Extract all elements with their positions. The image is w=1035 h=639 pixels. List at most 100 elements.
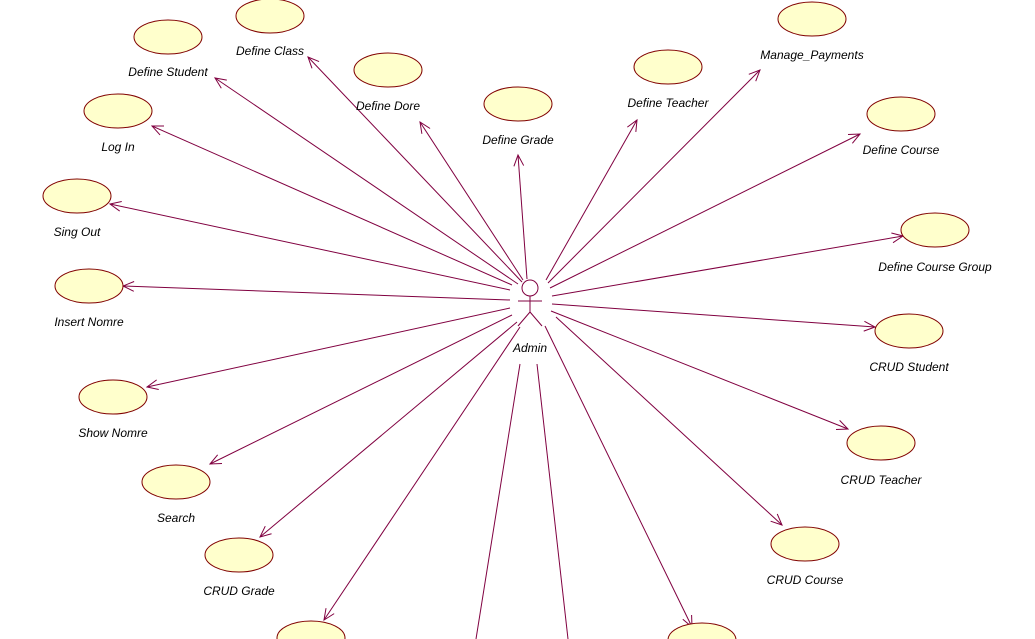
- use-case-define-teacher[interactable]: Define Teacher: [628, 49, 710, 110]
- use-case-ellipse: [874, 313, 944, 349]
- use-case-label: Define Student: [128, 65, 208, 79]
- use-case-show-nomre[interactable]: Show Nomre: [78, 379, 148, 440]
- use-case-define-grade[interactable]: Define Grade: [482, 86, 554, 147]
- use-case-ellipse: [846, 425, 916, 461]
- association-define-teacher: [545, 119, 638, 281]
- use-case-label: Search: [157, 511, 195, 525]
- arrowhead-define-grade: [513, 153, 525, 167]
- use-case-ellipse: [353, 52, 423, 88]
- use-case-label: Show Nomre: [78, 426, 148, 440]
- associations: [108, 56, 905, 639]
- arrowhead-define-teacher: [627, 118, 638, 132]
- use-case-label: CRUD Course: [767, 573, 844, 587]
- arrowhead-define-student: [213, 77, 227, 89]
- use-case-crud-course[interactable]: CRUD Course: [767, 526, 844, 587]
- use-case-ellipse: [141, 464, 211, 500]
- arrowhead-crud-student: [863, 320, 877, 332]
- use-case-ellipse: [83, 93, 153, 129]
- actor-label: Admin: [512, 341, 547, 355]
- use-case-ellipse: [235, 0, 305, 34]
- use-case-crud-student[interactable]: CRUD Student: [869, 313, 949, 374]
- association-log-in: [151, 125, 513, 286]
- arrowhead-show-nomre: [145, 379, 159, 390]
- use-case-label: Sing Out: [54, 225, 101, 239]
- use-case-manage-payments[interactable]: Manage_Payments: [760, 1, 864, 62]
- use-case-define-dore[interactable]: Define Dore: [353, 52, 423, 113]
- use-case-ellipse: [483, 86, 553, 122]
- arrowhead-manage-payments: [748, 69, 761, 82]
- association-define-course-group: [551, 235, 904, 297]
- arrowhead-search: [208, 454, 223, 465]
- use-case-ellipse: [276, 620, 346, 639]
- use-case-label: Define Course: [863, 143, 940, 157]
- use-case-ellipse: [633, 49, 703, 85]
- association-search: [209, 314, 513, 465]
- association-unlabeled-bottom-right: [544, 325, 693, 628]
- use-case-label: CRUD Student: [869, 360, 949, 374]
- actor-head: [521, 279, 539, 297]
- association-insert-nomre: [122, 285, 511, 301]
- use-case-label: Log In: [101, 140, 135, 154]
- use-case-ellipse: [54, 268, 124, 304]
- use-case-label: Define Class: [236, 44, 304, 58]
- association-sing-out: [109, 203, 511, 291]
- use-case-label: Define Course Group: [878, 260, 992, 274]
- use-case-define-class[interactable]: Define Class: [235, 0, 305, 58]
- use-case-ellipse: [78, 379, 148, 415]
- association-define-dore: [419, 121, 524, 281]
- association-crud-student: [551, 303, 876, 328]
- use-case-insert-nomre[interactable]: Insert Nomre: [54, 268, 124, 329]
- use-case-sing-out[interactable]: Sing Out: [42, 178, 112, 239]
- actor-admin[interactable]: Admin: [512, 279, 547, 355]
- association-define-class: [307, 56, 523, 283]
- actor-right-leg: [529, 311, 543, 327]
- use-case-ellipse: [42, 178, 112, 214]
- actor-left-leg: [517, 311, 531, 327]
- association-define-student: [214, 77, 519, 285]
- use-case-unlabeled-bottom-right[interactable]: [667, 622, 737, 639]
- use-case-ellipse: [770, 526, 840, 562]
- association-crud-teacher: [550, 310, 849, 430]
- use-case-search[interactable]: Search: [141, 464, 211, 525]
- use-case-ellipse: [133, 19, 203, 55]
- use-case-label: Define Teacher: [628, 96, 710, 110]
- arrowhead-sing-out: [108, 201, 122, 212]
- use-case-ellipse: [204, 537, 274, 573]
- use-case-define-student[interactable]: Define Student: [128, 19, 208, 79]
- use-case-ellipse: [777, 1, 847, 37]
- arrowhead-crud-course: [770, 513, 783, 526]
- use-case-unlabeled-bottom-left[interactable]: [276, 620, 346, 639]
- use-case-label: Define Grade: [482, 133, 554, 147]
- use-case-ellipse: [667, 622, 737, 639]
- association-manage-payments: [547, 69, 761, 284]
- association-offscreen-1: [475, 363, 521, 639]
- use-case-define-course[interactable]: Define Course: [863, 96, 940, 157]
- association-unlabeled-bottom-left: [323, 326, 521, 621]
- arrowhead-define-dore: [419, 120, 431, 134]
- arrowhead-crud-teacher: [835, 420, 850, 431]
- use-case-label: Define Dore: [356, 99, 420, 113]
- association-offscreen-2: [536, 363, 569, 639]
- use-case-label: Insert Nomre: [54, 315, 124, 329]
- use-case-ellipse: [866, 96, 936, 132]
- use-case-ellipse: [900, 212, 970, 248]
- arrowhead-log-in: [150, 125, 165, 136]
- association-crud-course: [555, 316, 783, 526]
- arrowhead-unlabeled-bottom-left: [323, 608, 335, 622]
- use-case-crud-grade[interactable]: CRUD Grade: [203, 537, 275, 598]
- use-case-label: CRUD Grade: [203, 584, 275, 598]
- use-case-label: CRUD Teacher: [841, 473, 923, 487]
- arrowhead-define-course: [847, 133, 862, 144]
- arrowhead-crud-grade: [259, 525, 272, 538]
- use-case-crud-teacher[interactable]: CRUD Teacher: [841, 425, 923, 487]
- association-define-grade: [517, 154, 528, 280]
- use-case-define-course-group[interactable]: Define Course Group: [878, 212, 992, 274]
- arrowhead-define-class: [307, 56, 320, 69]
- use-case-label: Manage_Payments: [760, 48, 863, 62]
- association-show-nomre: [146, 307, 511, 388]
- association-crud-grade: [259, 321, 518, 538]
- use-case-log-in[interactable]: Log In: [83, 93, 153, 154]
- association-define-course: [549, 133, 861, 289]
